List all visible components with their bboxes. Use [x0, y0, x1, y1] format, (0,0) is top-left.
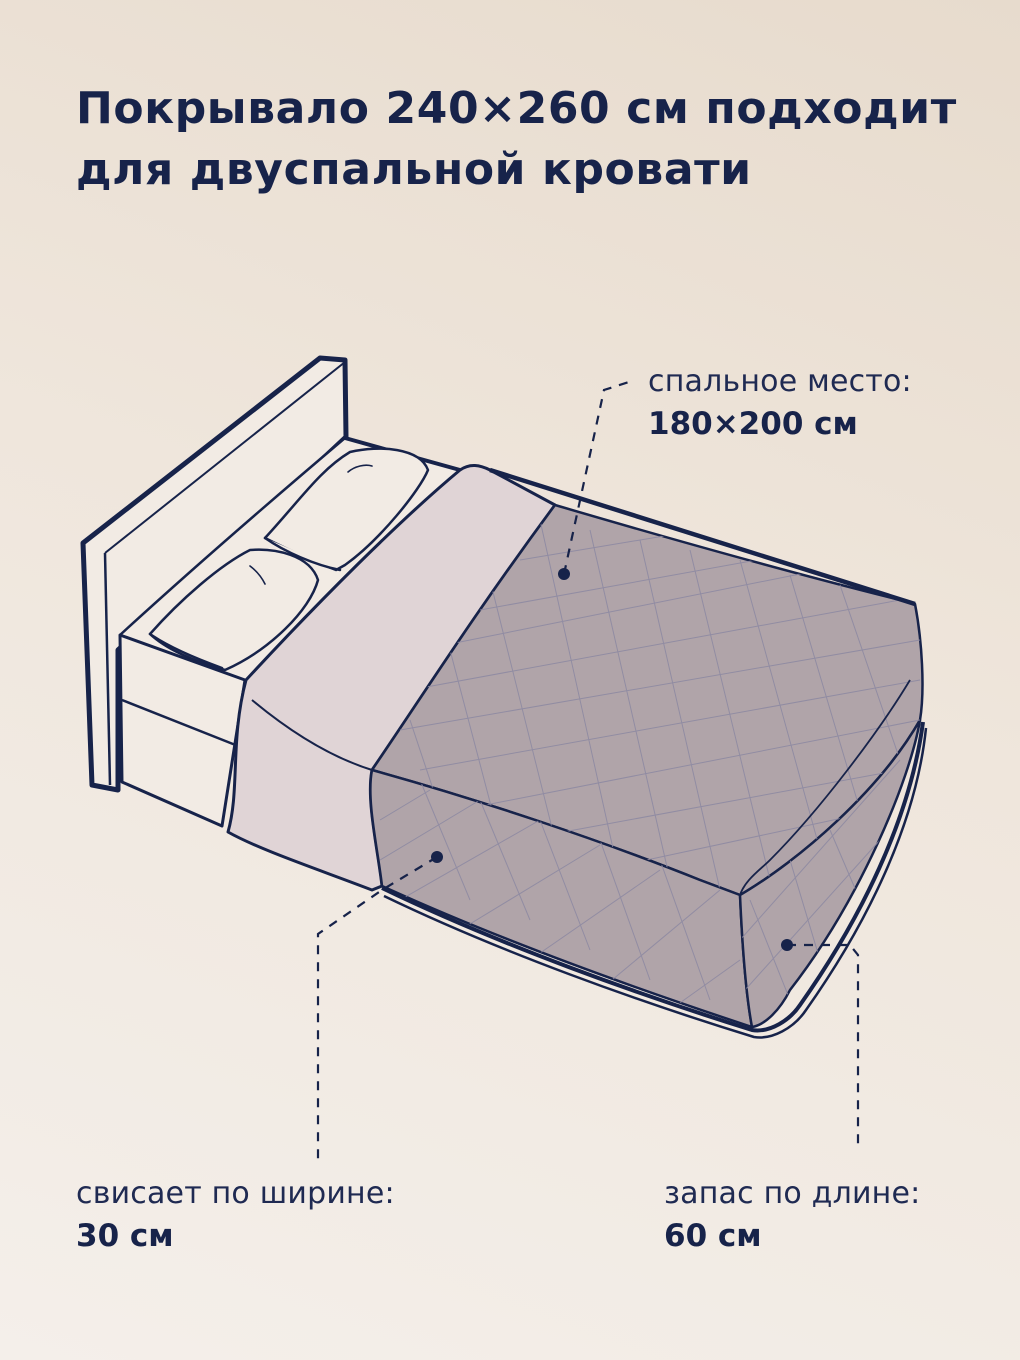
bedspread [369, 467, 928, 1039]
width-overhang-value: 30 см [76, 1218, 174, 1254]
length-reserve-value: 60 см [664, 1218, 762, 1254]
length-reserve-dot [781, 939, 793, 951]
width-overhang-dot [431, 851, 443, 863]
pillows [148, 447, 430, 672]
callout-leaders [316, 379, 860, 1160]
title-line-2: для двуспальной кровати [76, 144, 752, 195]
length-reserve-caption: запас по длине: [664, 1176, 921, 1211]
callout-dots [431, 568, 793, 951]
page-title: Покрывало 240×260 см подходит для двуспа… [76, 78, 976, 200]
sleeping-area-dot [558, 568, 570, 580]
sleeping-area-callout: спальное место: 180×200 см [648, 362, 912, 446]
width-overhang-caption: свисает по ширине: [76, 1176, 395, 1211]
width-overhang-callout: свисает по ширине: 30 см [76, 1174, 395, 1258]
title-line-1: Покрывало 240×260 см подходит [76, 83, 957, 134]
sleeping-area-value: 180×200 см [648, 406, 858, 442]
sleeping-area-caption: спальное место: [648, 364, 912, 399]
length-reserve-callout: запас по длине: 60 см [664, 1174, 920, 1258]
